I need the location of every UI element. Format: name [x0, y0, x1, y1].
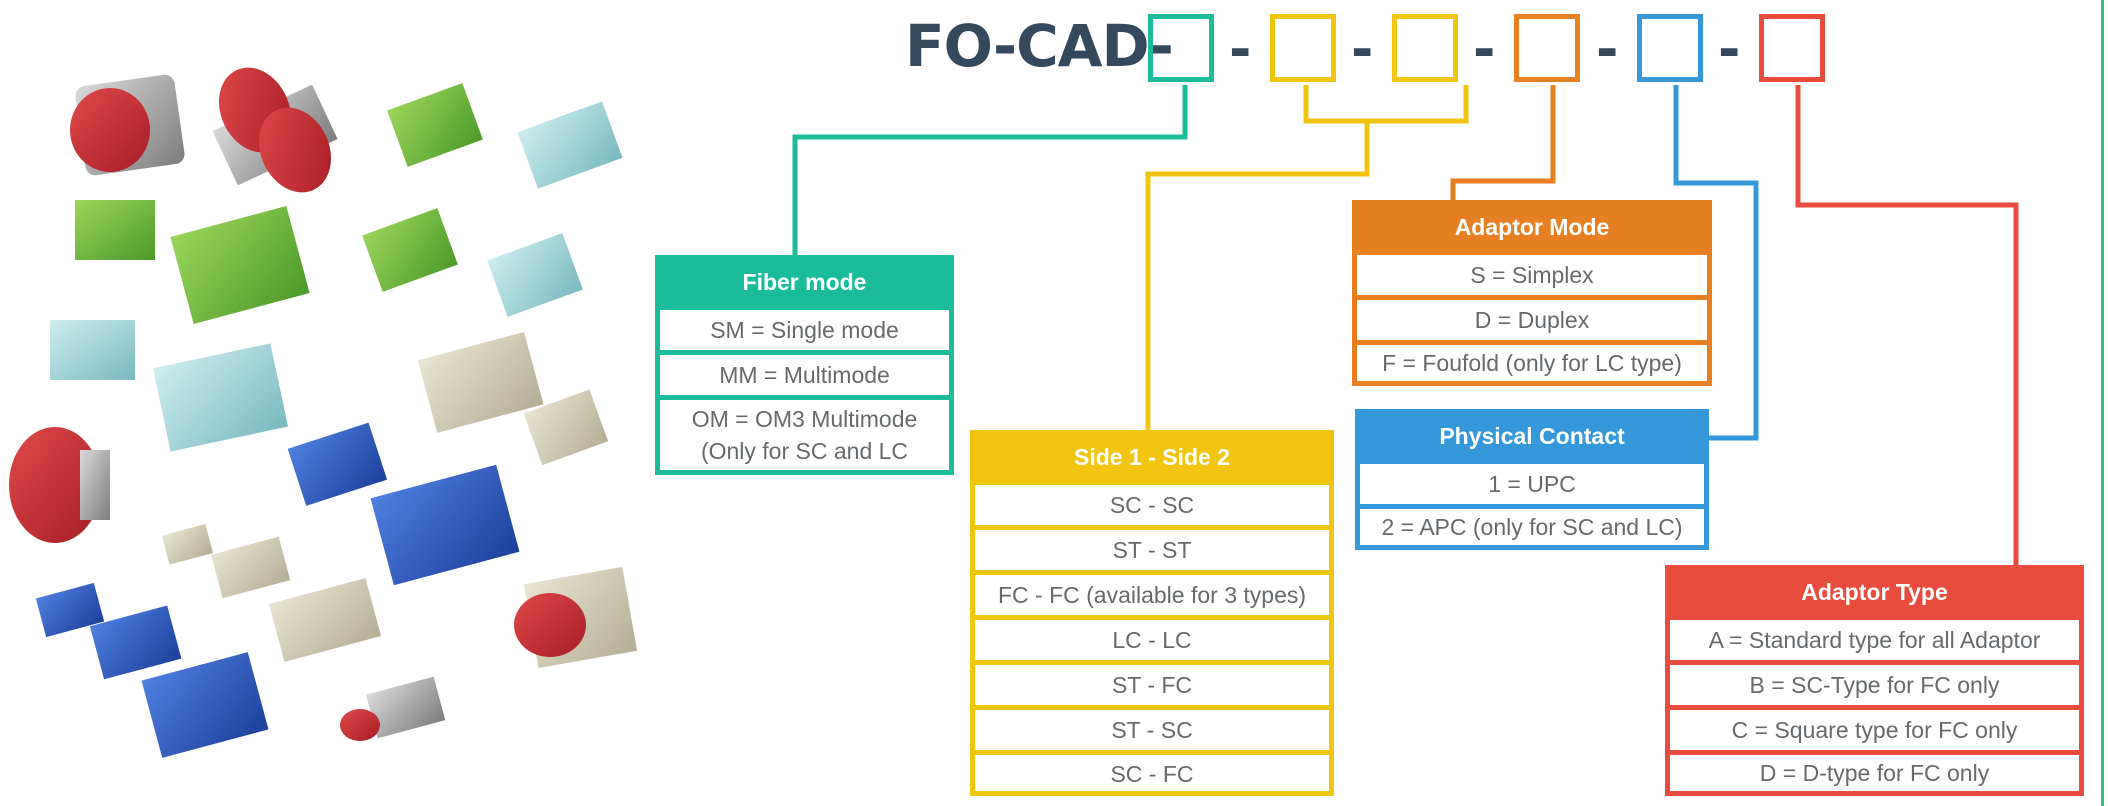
- code-dash: -: [1473, 18, 1496, 81]
- physical-contact-row: 2 = APC (only for SC and LC): [1360, 504, 1704, 545]
- code-dash: -: [1351, 18, 1374, 81]
- physical-contact-table: Physical Contact 1 = UPC 2 = APC (only f…: [1355, 409, 1709, 550]
- adaptor-mode-row: D = Duplex: [1357, 295, 1707, 340]
- fiber-adaptor-products-image: [9, 67, 638, 758]
- code-box-fiber-mode: [1148, 14, 1214, 82]
- adaptor-mode-connector: [1450, 85, 1556, 203]
- sides-row: SC - SC: [975, 480, 1329, 525]
- sides-row: ST - FC: [975, 660, 1329, 705]
- sides-row: LC - LC: [975, 615, 1329, 660]
- adaptor-mode-table: Adaptor Mode S = Simplex D = Duplex F = …: [1352, 200, 1712, 386]
- physical-contact-title: Physical Contact: [1360, 414, 1704, 459]
- fiber-mode-row: MM = Multimode: [660, 350, 949, 395]
- code-box-physical-contact: [1637, 14, 1703, 82]
- adaptor-type-table: Adaptor Type A = Standard type for all A…: [1665, 565, 2084, 796]
- adaptor-mode-row: F = Foufold (only for LC type): [1357, 340, 1707, 381]
- code-box-adaptor-mode: [1514, 14, 1580, 82]
- sides-row: FC - FC (available for 3 types): [975, 570, 1329, 615]
- adaptor-mode-title: Adaptor Mode: [1357, 205, 1707, 250]
- sides-row: ST - SC: [975, 705, 1329, 750]
- part-number-prefix: FO-CAD-: [905, 12, 1174, 80]
- sides-connector-b: [1145, 121, 1370, 432]
- code-box-side-2: [1392, 14, 1458, 82]
- side-1-side-2-table: Side 1 - Side 2 SC - SC ST - ST FC - FC …: [970, 430, 1334, 796]
- sides-row: ST - ST: [975, 525, 1329, 570]
- physical-contact-row: 1 = UPC: [1360, 459, 1704, 504]
- code-box-side-1: [1270, 14, 1336, 82]
- right-edge-line: [2101, 0, 2104, 806]
- code-dash: -: [1229, 18, 1252, 81]
- fiber-mode-title: Fiber mode: [660, 260, 949, 305]
- adaptor-mode-row: S = Simplex: [1357, 250, 1707, 295]
- adaptor-type-row: A = Standard type for all Adaptor: [1670, 615, 2079, 660]
- code-box-adaptor-type: [1759, 14, 1825, 82]
- adaptor-type-title: Adaptor Type: [1670, 570, 2079, 615]
- adaptor-type-connector: [1795, 85, 2019, 568]
- fiber-mode-row: SM = Single mode: [660, 305, 949, 350]
- fiber-mode-table: Fiber mode SM = Single mode MM = Multimo…: [655, 255, 954, 475]
- adaptor-type-row: D = D-type for FC only: [1670, 750, 2079, 791]
- fiber-mode-connector: [792, 85, 1188, 257]
- sides-row: SC - FC: [975, 750, 1329, 793]
- adaptor-type-row: B = SC-Type for FC only: [1670, 660, 2079, 705]
- fiber-mode-row: OM = OM3 Multimode (Only for SC and LC: [660, 395, 949, 470]
- sides-connector-a: [1303, 85, 1469, 124]
- sides-title: Side 1 - Side 2: [975, 435, 1329, 480]
- adaptor-type-row: C = Square type for FC only: [1670, 705, 2079, 750]
- code-dash: -: [1596, 18, 1619, 81]
- code-dash: -: [1718, 18, 1741, 81]
